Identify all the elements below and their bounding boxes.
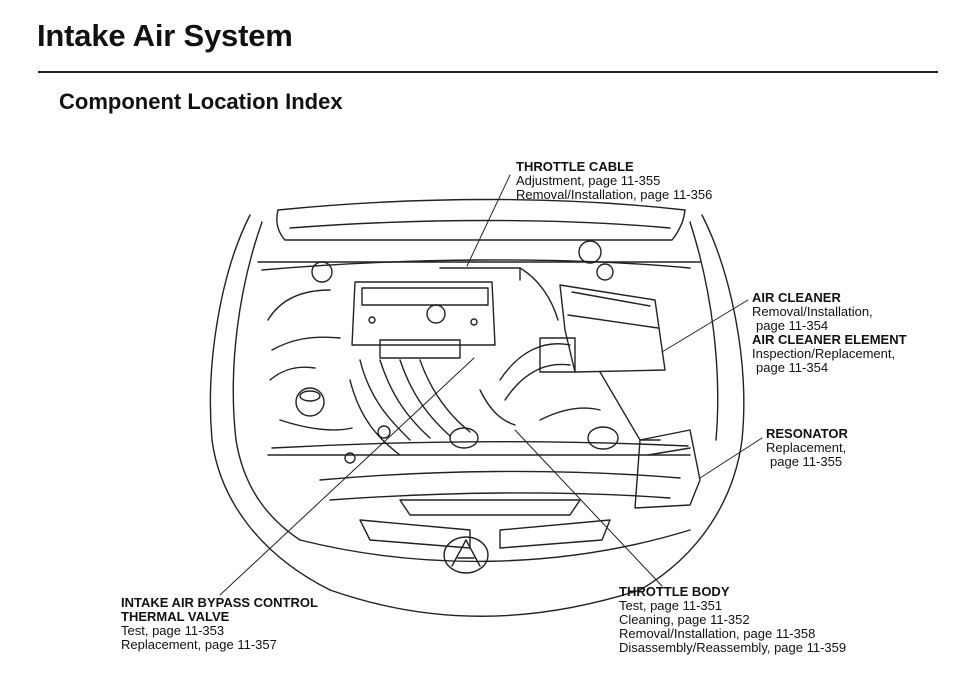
radiator-support — [257, 259, 701, 456]
resonator-box — [634, 429, 701, 509]
callout-resonator: RESONATOR Replacement, page 11-355 — [766, 427, 848, 469]
throttle-body-ref-2: Cleaning, page 11-352 — [619, 612, 750, 627]
resonator-ref-1: Replacement, — [766, 440, 847, 455]
bypass-valve-ref-1: Test, page 11-353 — [121, 623, 225, 638]
engine-cylinder-head — [351, 281, 496, 359]
air-cleaner-element-ref-2: page 11-354 — [756, 360, 829, 375]
throttle-body-ref-3: Removal/Installation, page 11-358 — [619, 626, 816, 641]
fluid-reservoirs — [295, 240, 619, 464]
air-cleaner-box — [559, 284, 666, 441]
throttle-cable-label: THROTTLE CABLE — [516, 159, 634, 174]
fender-outline — [209, 214, 745, 591]
throttle-body-label: THROTTLE BODY — [619, 584, 730, 599]
callout-throttle-body: THROTTLE BODY Test, page 11-351 Cleaning… — [619, 585, 846, 655]
air-cleaner-element-ref-1: Inspection/Replacement, — [752, 346, 896, 361]
throttle-cable-ref-2: Removal/Installation, page 11-356 — [516, 187, 713, 202]
page-title: Intake Air System — [37, 18, 293, 53]
leader-resonator — [699, 437, 763, 479]
hood-outline — [276, 198, 686, 241]
resonator-label: RESONATOR — [766, 426, 848, 441]
section-title: Component Location Index — [59, 89, 343, 114]
title-divider — [38, 71, 938, 73]
air-cleaner-ref-1: Removal/Installation, — [752, 304, 873, 319]
acura-emblem-icon — [443, 536, 489, 574]
callout-air-cleaner: AIR CLEANER Removal/Installation, page 1… — [752, 291, 907, 375]
throttle-body-ref-4: Disassembly/Reassembly, page 11-359 — [619, 640, 847, 655]
callout-bypass-valve: INTAKE AIR BYPASS CONTROL THERMAL VALVE … — [121, 596, 318, 652]
resonator-ref-2: page 11-355 — [770, 454, 843, 469]
throttle-body-ref-1: Test, page 11-351 — [619, 598, 723, 613]
leader-throttle-body — [514, 429, 663, 587]
bypass-valve-label-2: THERMAL VALVE — [121, 609, 230, 624]
leader-throttle-cable — [466, 174, 511, 267]
air-cleaner-element-label: AIR CLEANER ELEMENT — [752, 332, 907, 347]
leader-bypass-valve — [219, 357, 475, 596]
air-cleaner-label: AIR CLEANER — [752, 290, 841, 305]
intake-manifold — [349, 359, 479, 456]
bypass-valve-ref-2: Replacement, page 11-357 — [121, 637, 277, 652]
throttle-cable-ref-1: Adjustment, page 11-355 — [516, 173, 661, 188]
leader-air-cleaner — [661, 299, 749, 353]
callout-throttle-cable: THROTTLE CABLE Adjustment, page 11-355 R… — [516, 160, 712, 202]
hoses-and-lines — [267, 267, 601, 431]
bumper-and-grille — [299, 470, 691, 617]
bypass-valve-label-1: INTAKE AIR BYPASS CONTROL — [121, 595, 318, 610]
air-cleaner-ref-2: page 11-354 — [756, 318, 829, 333]
